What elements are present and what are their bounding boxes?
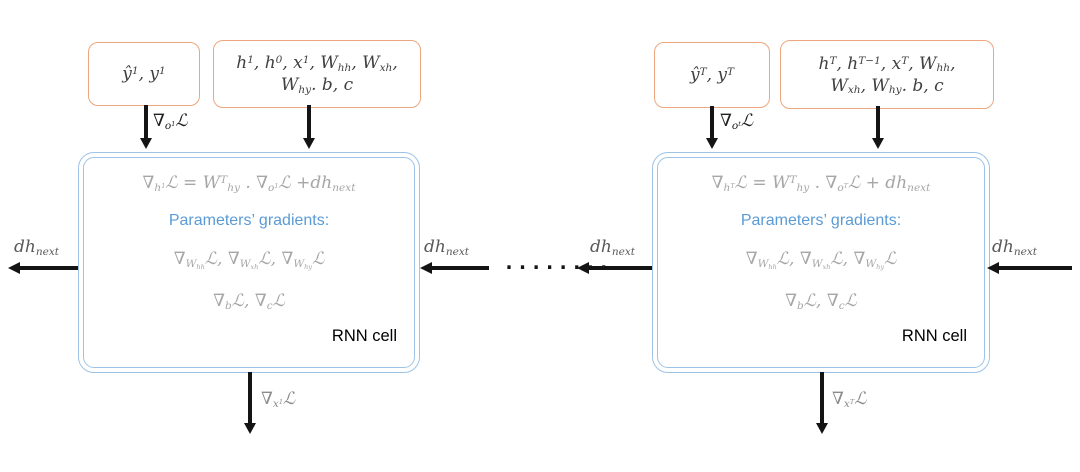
dh-in-label-left: dhnext: [424, 237, 470, 258]
inputs-text-right-line2: Wxh, Why. b, c: [830, 75, 944, 97]
predictions-box-right: ŷT, yT: [654, 42, 770, 108]
inputs-text-left-line1: h1, h0, x1, Whh, Wxh,: [236, 53, 398, 74]
dh-in-label-right: dhnext: [992, 237, 1038, 258]
params-heading-right: Parameters’ gradients:: [740, 212, 902, 229]
rnn-cell-label-left: RNN cell: [331, 327, 397, 345]
predictions-box-left: ŷ1, y1: [88, 42, 200, 106]
arrow-dh-out-right: [589, 266, 652, 270]
arrow-inputs-to-cell-right: [876, 106, 880, 138]
bias-grads-right: ∇bℒ, ∇cℒ: [785, 291, 857, 312]
grad-x-label-left: ∇x1ℒ: [261, 389, 296, 410]
predictions-text-right: ŷT, yT: [689, 65, 735, 85]
rnn-cell-right: ∇hTℒ = WThy . ∇oTℒ + dhnext Parameters’ …: [652, 152, 990, 373]
arrow-dh-in-right: [999, 266, 1072, 270]
inputs-text-left-line2: Why. b, c: [280, 75, 354, 96]
params-heading-left: Parameters’ gradients:: [168, 212, 330, 229]
grad-x-label-right: ∇xTℒ: [832, 389, 867, 410]
arrow-dh-out-left: [20, 266, 78, 270]
dh-out-label-right: dhnext: [590, 237, 636, 258]
arrow-pred-to-cell-right: [710, 106, 714, 138]
inputs-text-right-line1: hT, hT−1, xT, Whh,: [818, 53, 956, 75]
dh-out-label-left: dhnext: [14, 237, 60, 258]
weight-grads-right: ∇Whhℒ, ∇Wxhℒ, ∇Whyℒ: [745, 249, 897, 271]
grad-o-label-right: ∇otℒ: [720, 111, 754, 132]
rnn-cell-left: ∇h1ℒ = WThy . ∇o1ℒ +dhnext Parameters’ g…: [78, 152, 420, 373]
inputs-box-left: h1, h0, x1, Whh, Wxh, Why. b, c: [213, 40, 421, 108]
arrow-grad-x-right: [820, 372, 824, 423]
time-ellipsis-dots: ........: [503, 250, 612, 274]
predictions-text-left: ŷ1, y1: [122, 64, 166, 84]
inputs-box-right: hT, hT−1, xT, Whh, Wxh, Why. b, c: [780, 40, 994, 109]
hidden-grad-formula-left: ∇h1ℒ = WThy . ∇o1ℒ +dhnext: [142, 173, 356, 194]
grad-o-label-left: ∇o1ℒ: [153, 111, 188, 132]
rnn-cell-label-right: RNN cell: [901, 327, 967, 345]
arrow-grad-x-left: [248, 372, 252, 423]
weight-grads-left: ∇Whhℒ, ∇Wxhℒ, ∇Whyℒ: [173, 249, 325, 271]
arrow-pred-to-cell-left: [144, 105, 148, 138]
hidden-grad-formula-right: ∇hTℒ = WThy . ∇oTℒ + dhnext: [711, 173, 931, 194]
arrow-inputs-to-cell-left: [307, 105, 311, 138]
rnn-cell-left-inner-border: [83, 157, 415, 368]
arrow-dh-in-left: [432, 266, 489, 270]
bias-grads-left: ∇bℒ, ∇cℒ: [213, 291, 285, 312]
rnn-cell-right-inner-border: [657, 157, 985, 368]
